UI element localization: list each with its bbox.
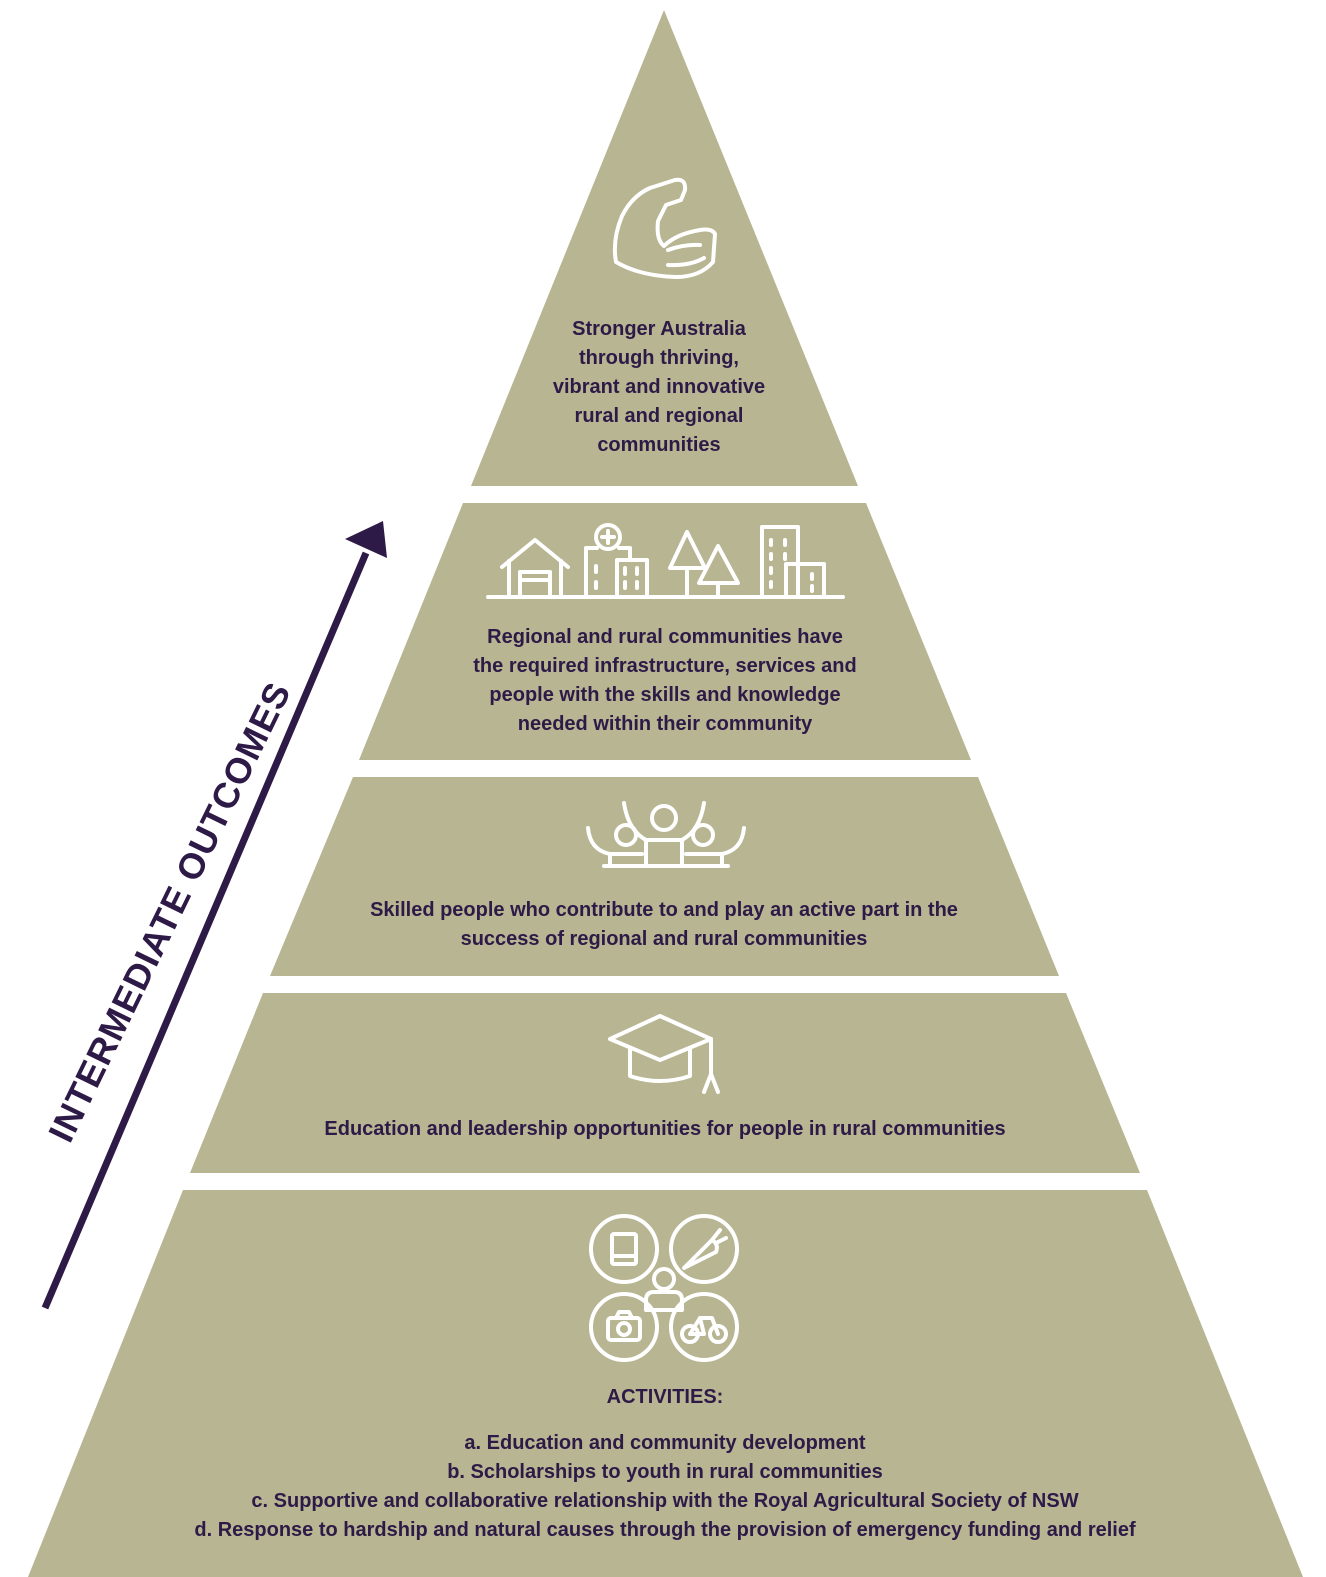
intermediate-outcomes-arrow (41, 521, 387, 1310)
tier-1-line: Stronger Australia (572, 318, 746, 340)
pyramid-tier-5 (28, 1190, 1303, 1577)
tier-2-line: people with the skills and knowledge (489, 684, 841, 706)
tier-1-line: rural and regional (574, 405, 744, 427)
tier-1-text: Stronger Australia through thriving, vib… (464, 315, 854, 460)
graduation-cap-icon (608, 1014, 720, 1094)
pyramid-tier-3 (270, 777, 1059, 976)
tier-2-line: the required infrastructure, services an… (473, 655, 857, 677)
tier-2-line: Regional and rural communities have (487, 626, 843, 648)
activity-item: b. Scholarships to youth in rural commun… (447, 1461, 883, 1483)
tier-2-text: Regional and rural communities have the … (415, 623, 915, 739)
tier-4-line: Education and leadership opportunities f… (324, 1118, 1006, 1140)
activity-item: d. Response to hardship and natural caus… (194, 1519, 1136, 1541)
tier-5-heading: ACTIVITIES: (465, 1383, 865, 1412)
activity-item: a. Education and community development (464, 1432, 866, 1454)
town-infrastructure-icon (486, 523, 845, 599)
flexed-arm-icon (612, 177, 717, 279)
tier-5-text: a. Education and community development b… (115, 1429, 1215, 1545)
tier-3-text: Skilled people who contribute to and pla… (314, 896, 1014, 954)
cheering-people-icon (586, 801, 746, 868)
tier-1-line: through thriving, (579, 347, 739, 369)
tier-2-line: needed within their community (517, 713, 813, 735)
tier-1-line: communities (597, 434, 721, 456)
pyramid-tier-1 (471, 10, 858, 486)
pyramid-tier-2 (359, 503, 971, 760)
activity-item: c. Supportive and collaborative relation… (251, 1490, 1079, 1512)
tier-4-text: Education and leadership opportunities f… (215, 1115, 1115, 1144)
pyramid-tier-4 (190, 993, 1140, 1173)
tier-1-line: vibrant and innovative (552, 376, 766, 398)
tier-3-line: success of regional and rural communitie… (460, 928, 868, 950)
activities-icon (589, 1214, 739, 1362)
activities-heading: ACTIVITIES: (606, 1386, 724, 1408)
tier-3-line: Skilled people who contribute to and pla… (370, 899, 958, 921)
